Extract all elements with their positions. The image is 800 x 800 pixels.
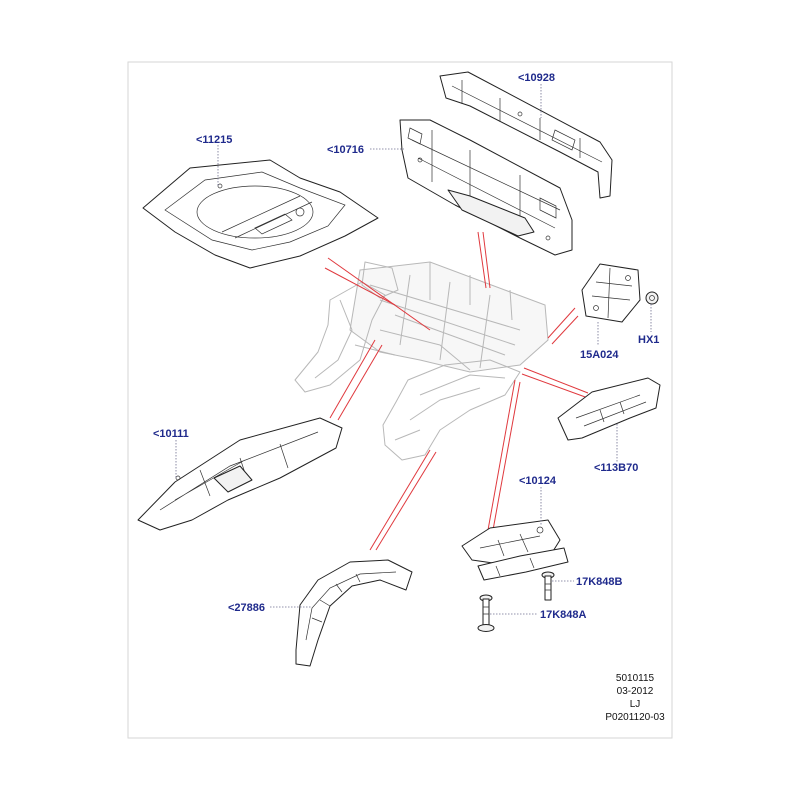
underbody-assembly-ghost <box>294 261 549 461</box>
callout-10716: <10716 <box>327 144 364 156</box>
callout-10928: <10928 <box>518 72 555 84</box>
callout-17k848a: 17K848A <box>540 609 587 621</box>
callout-labels: <10928 <10716 <11215 15A024 HX1 <10111 <… <box>153 72 659 621</box>
callout-10124: <10124 <box>519 475 557 487</box>
leader-lines <box>175 84 652 615</box>
callout-10111: <10111 <box>153 428 189 440</box>
footer-line-2: 03-2012 <box>617 686 654 697</box>
part-10124-bracket-plate <box>461 519 569 581</box>
reference-footer: 5010115 03-2012 LJ P0201120-03 <box>605 673 665 723</box>
callout-11215: <11215 <box>196 134 232 146</box>
footer-line-3: LJ <box>630 699 641 710</box>
part-11215-floor-pan <box>142 159 379 269</box>
part-17k848b-bolt <box>541 571 555 601</box>
part-10111-side-member <box>137 417 343 531</box>
callout-17k848b: 17K848B <box>576 576 623 588</box>
callout-27886: <27886 <box>228 602 265 614</box>
part-15a024-bracket <box>581 263 641 323</box>
part-17k848a-bolt <box>477 594 495 632</box>
part-113b70-reinforcement <box>557 377 661 441</box>
callout-15a024: 15A024 <box>580 349 619 361</box>
footer-line-4: P0201120-03 <box>605 712 665 723</box>
part-27886-wheel-arch <box>295 559 413 667</box>
part-hx1-clip <box>645 291 659 305</box>
callout-hx1: HX1 <box>638 334 659 346</box>
callout-113b70: <113B70 <box>594 462 638 474</box>
part-10716-rear-panel <box>399 119 573 256</box>
part-10928-cross-member <box>439 71 613 199</box>
footer-line-1: 5010115 <box>616 673 655 684</box>
exploded-view-lines <box>324 231 589 551</box>
